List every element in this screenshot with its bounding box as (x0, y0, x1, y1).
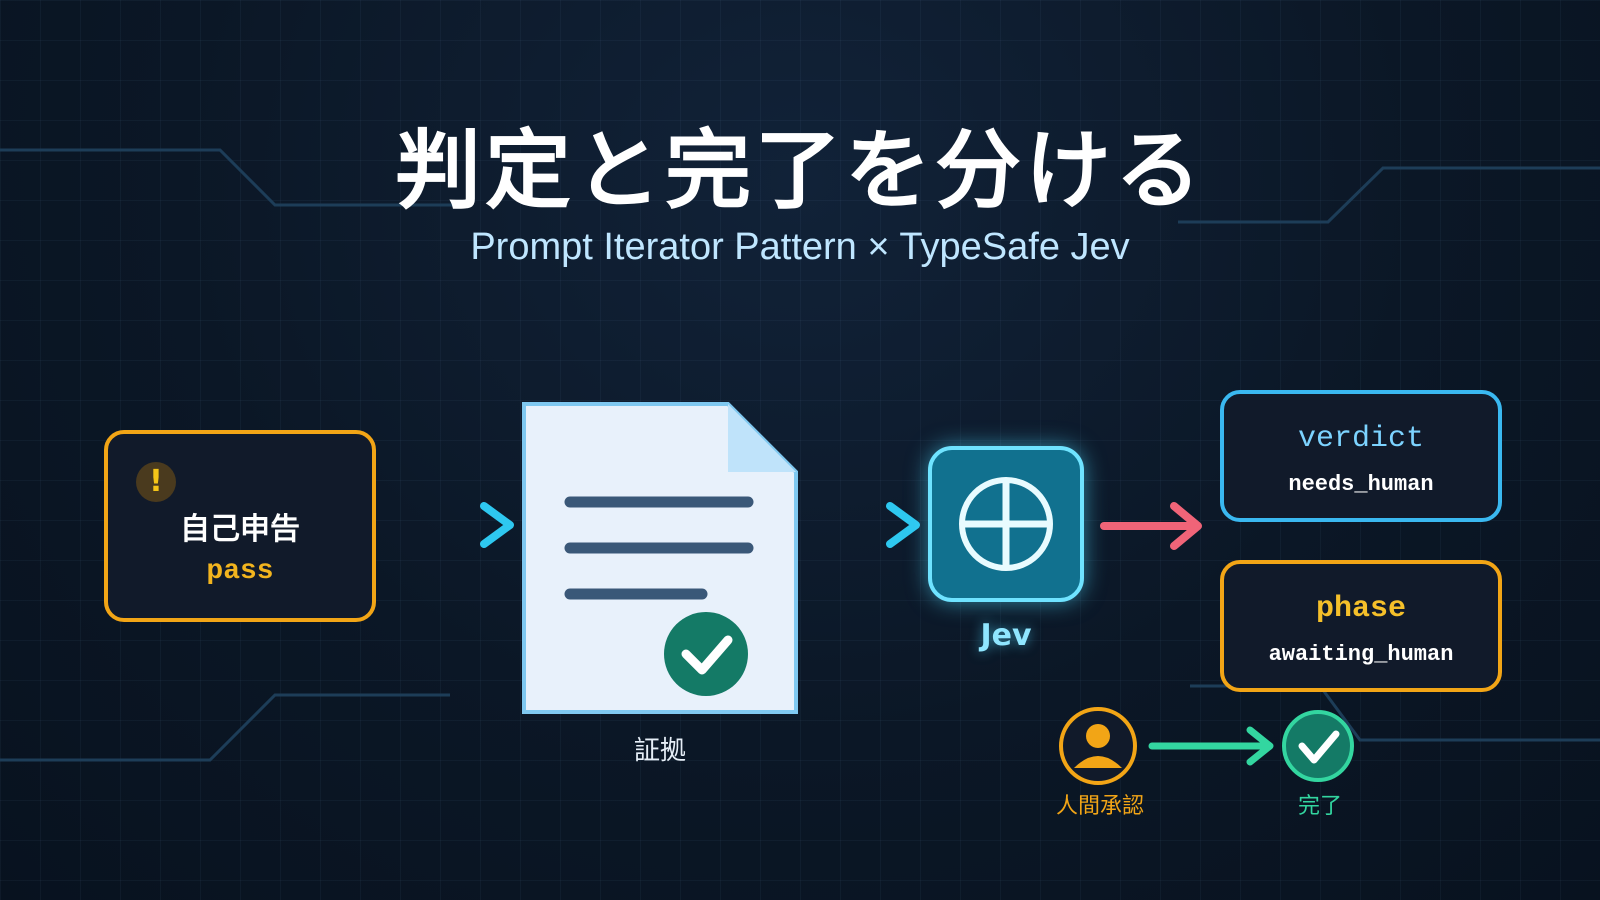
jev-box (928, 446, 1084, 602)
self-report-label: 自己申告 (180, 512, 300, 547)
evidence-label: 証拠 (633, 736, 686, 766)
jev-label: Jev (980, 618, 1032, 653)
plus-circle-icon (959, 477, 1053, 571)
verdict-value: needs_human (1288, 472, 1434, 497)
check-circle-icon (1282, 710, 1354, 782)
document-icon (522, 402, 798, 714)
check-circle-icon (664, 612, 748, 696)
verdict-box: verdict needs_human (1220, 390, 1502, 522)
done-label: 完了 (1297, 794, 1342, 819)
phase-value: awaiting_human (1268, 642, 1454, 667)
chevron-right-icon (480, 502, 514, 548)
phase-key: phase (1315, 592, 1406, 626)
arrow-right-icon (1148, 726, 1274, 766)
phase-box: phase awaiting_human (1220, 560, 1502, 692)
verdict-key: verdict (1297, 422, 1425, 456)
human-approval-label: 人間承認 (1055, 794, 1144, 819)
arrow-right-icon (1100, 502, 1202, 550)
chevron-right-icon (886, 502, 920, 548)
warning-icon: ! (136, 462, 176, 502)
page-title: 判定と完了を分ける (395, 121, 1205, 221)
approval-flow (1059, 707, 1354, 785)
page-subtitle: Prompt Iterator Pattern × TypeSafe Jev (470, 226, 1130, 268)
self-report-value: pass (206, 556, 274, 587)
self-report-box: ! 自己申告 pass (104, 430, 376, 622)
person-icon (1059, 707, 1137, 785)
